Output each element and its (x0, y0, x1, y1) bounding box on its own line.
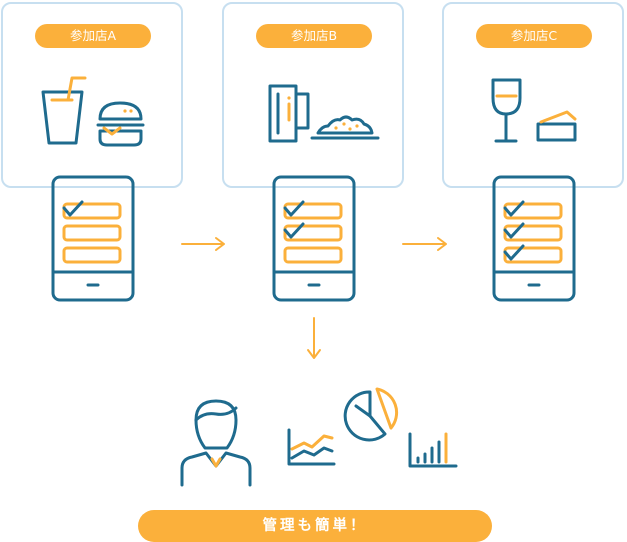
checklist-item (62, 202, 122, 220)
checklist-item (503, 246, 563, 264)
phone-a-icon (51, 175, 135, 302)
arrow-right-icon (402, 237, 447, 251)
checklist-item (62, 246, 122, 264)
store-label-c: 参加店C (476, 24, 592, 48)
checklist-item (503, 224, 563, 242)
footer-label: 管理も簡単！ (138, 510, 492, 542)
store-label-a: 参加店A (35, 24, 151, 48)
store-label-b: 参加店B (256, 24, 372, 48)
hamburger-icon (96, 101, 145, 147)
line-chart-icon (287, 428, 336, 466)
checklist-item (283, 202, 343, 220)
arrow-right-icon (181, 237, 225, 251)
snack-plate-icon (310, 115, 380, 140)
checkmark-icon (503, 244, 525, 261)
person-icon (180, 399, 252, 487)
phone-c-icon (492, 175, 576, 302)
checkmark-icon (283, 222, 305, 239)
checklist-item (283, 246, 343, 264)
checkmark-icon (503, 222, 525, 239)
beer-mug-icon (268, 84, 310, 143)
bar-chart-icon (408, 432, 458, 468)
checkmark-icon (62, 200, 84, 217)
checklist-item (283, 224, 343, 242)
checklist-group (62, 200, 563, 264)
wine-glass-icon (491, 78, 522, 143)
phone-b-icon (272, 175, 356, 302)
checklist-item (503, 202, 563, 220)
arrow-down-icon (307, 317, 321, 359)
drink-cup-icon (41, 76, 87, 145)
checkmark-icon (503, 200, 525, 217)
cake-slice-icon (536, 110, 577, 142)
pie-chart-icon (343, 387, 399, 442)
checklist-item (62, 224, 122, 242)
checkmark-icon (283, 200, 305, 217)
